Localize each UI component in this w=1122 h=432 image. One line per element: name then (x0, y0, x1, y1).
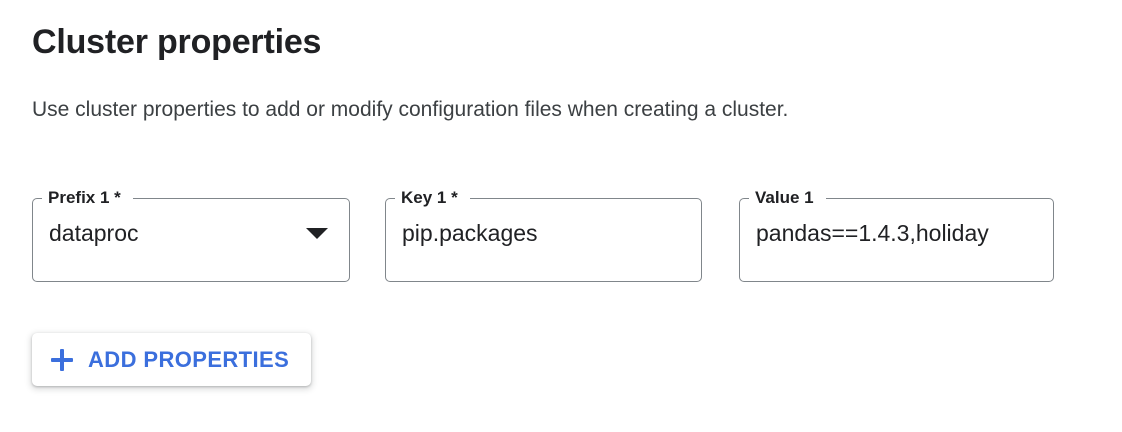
prefix-field-value[interactable]: dataproc (49, 220, 139, 246)
outline-leading (32, 198, 48, 282)
properties-field-row: Prefix 1 * dataproc Key 1 * pip.packages… (0, 187, 1122, 288)
key-input-field[interactable]: Key 1 * pip.packages (385, 187, 702, 282)
prefix-field-label: Prefix 1 * (42, 187, 127, 209)
page-title: Cluster properties (32, 23, 322, 61)
value-field-label: Value 1 (749, 187, 820, 209)
outline-leading (739, 198, 755, 282)
key-field-value[interactable]: pip.packages (402, 220, 538, 246)
prefix-select-field[interactable]: Prefix 1 * dataproc (32, 187, 350, 282)
add-properties-button[interactable]: ADD PROPERTIES (32, 333, 312, 386)
add-properties-button-label: ADD PROPERTIES (88, 346, 290, 372)
plus-icon (50, 348, 74, 372)
chevron-down-icon[interactable] (306, 228, 328, 239)
key-field-label: Key 1 * (395, 187, 464, 209)
value-field-value[interactable]: pandas==1.4.3,holiday (756, 220, 989, 246)
outline-leading (385, 198, 401, 282)
page-subtitle: Use cluster properties to add or modify … (32, 98, 789, 121)
value-input-field[interactable]: Value 1 pandas==1.4.3,holiday (739, 187, 1054, 282)
